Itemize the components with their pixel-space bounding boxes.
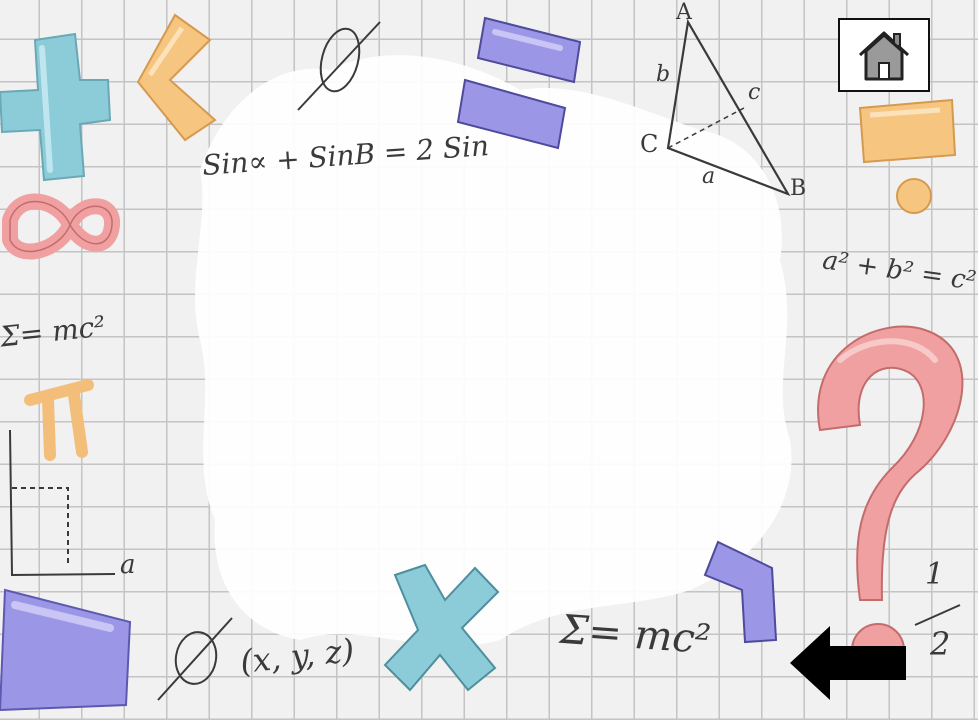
pi-doodle-icon xyxy=(24,379,94,461)
empty-set-top-icon xyxy=(297,21,381,111)
triangle-label-a: a xyxy=(702,164,716,189)
triangle-label-C: C xyxy=(640,130,659,158)
fraction-denominator: 2 xyxy=(930,625,951,663)
plus-doodle-icon xyxy=(0,32,112,182)
less-than-doodle-icon xyxy=(136,13,217,142)
home-button[interactable] xyxy=(838,18,930,92)
graph-axis-label: a xyxy=(120,550,136,580)
purple-block-doodle-icon xyxy=(0,588,132,712)
graph-doodle-icon xyxy=(9,429,116,577)
back-arrow-icon[interactable] xyxy=(788,624,908,702)
orange-block-doodle-icon xyxy=(858,98,957,214)
equals-doodle-icon xyxy=(456,16,582,150)
triangle-label-A: A xyxy=(676,0,692,25)
fraction-numerator: 1 xyxy=(925,557,945,592)
home-icon xyxy=(858,31,910,81)
multiply-doodle-icon xyxy=(383,563,500,692)
emc-formula-bottom: Σ= mc² xyxy=(558,606,713,664)
triangle-label-B: B xyxy=(790,176,807,201)
triangle-label-c: c xyxy=(748,80,761,105)
fraction-bar xyxy=(914,604,961,626)
infinity-doodle-icon xyxy=(2,193,120,260)
triangle-doodle-icon xyxy=(666,18,791,197)
triangle-label-b: b xyxy=(656,62,671,87)
empty-set-bottom-icon xyxy=(157,617,233,701)
greater-than-doodle-icon xyxy=(703,540,778,644)
